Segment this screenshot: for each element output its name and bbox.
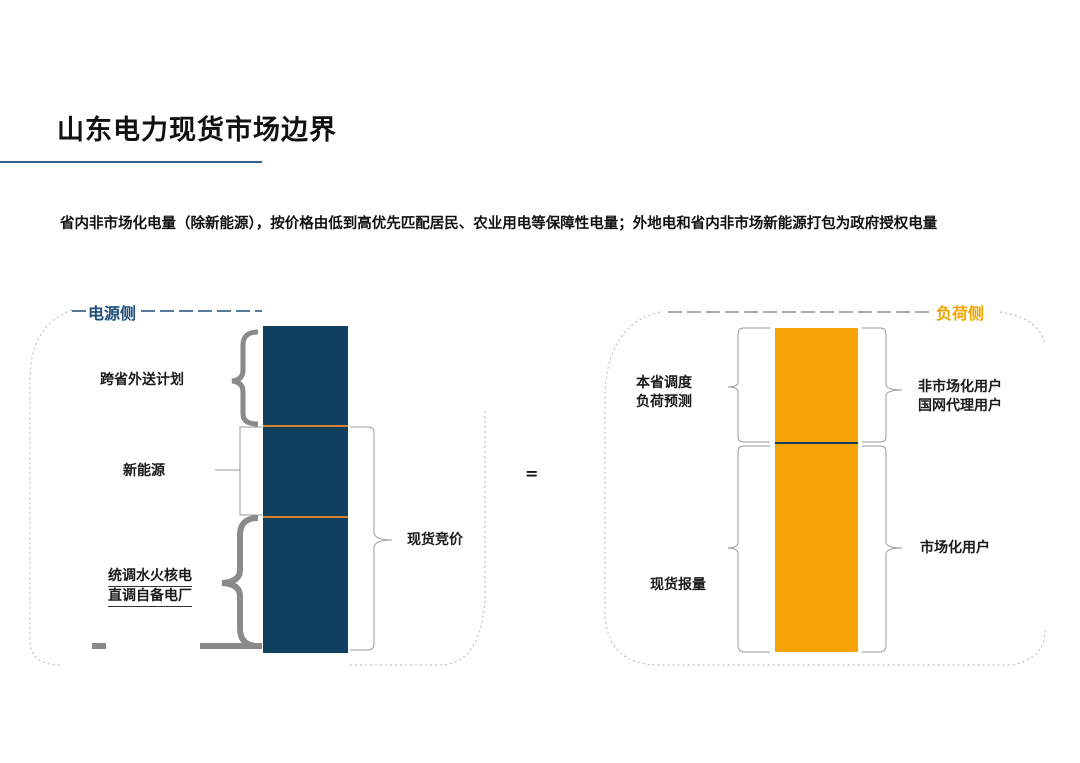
- supply-frame-right: [350, 410, 486, 666]
- supply-divider-1: [263, 425, 348, 427]
- label-nonmarket-line1: 非市场化用户: [918, 379, 1002, 395]
- label-spot-quote: 现货报量: [650, 577, 706, 593]
- label-forecast-line2: 负荷预测: [636, 394, 692, 410]
- load-side-title: 负荷侧: [936, 304, 985, 323]
- brace-spot-bidding: [350, 426, 393, 651]
- supply-bar: [263, 326, 348, 653]
- title-underline: [0, 161, 262, 163]
- label-new-energy: 新能源: [123, 463, 165, 479]
- label-market-users: 市场化用户: [920, 540, 990, 556]
- supply-side-title: 电源侧: [88, 304, 137, 323]
- brace-nonmarket: [862, 327, 903, 443]
- subtitle: 省内非市场化电量（除新能源），按价格由低到高优先匹配居民、农业用电等保障性电量；…: [60, 216, 938, 232]
- load-frame-right: [999, 311, 1046, 346]
- load-frame: [604, 311, 1046, 666]
- label-cross-province: 跨省外送计划: [100, 372, 184, 388]
- supply-frame: [29, 309, 73, 666]
- brace-market-users: [862, 445, 903, 653]
- label-unified-line1: 统调水火核电: [108, 566, 192, 587]
- supply-divider-2: [263, 516, 348, 518]
- bracket-new-energy: [239, 426, 262, 516]
- label-spot-bidding: 现货竞价: [407, 532, 463, 548]
- equals-sign: =: [525, 464, 539, 483]
- brace-unified: [221, 515, 259, 649]
- load-bar: [775, 328, 858, 652]
- label-unified-line2: 直调自备电厂: [108, 586, 192, 607]
- page-title: 山东电力现货市场边界: [57, 115, 337, 146]
- label-nonmarket-line2: 国网代理用户: [918, 398, 1002, 414]
- small-grey-mark: [92, 643, 106, 649]
- brace-cross-province: [231, 329, 259, 427]
- label-forecast-line1: 本省调度: [636, 375, 692, 391]
- brace-forecast: [727, 327, 770, 443]
- brace-spot-quote: [727, 445, 770, 653]
- load-divider: [775, 442, 858, 444]
